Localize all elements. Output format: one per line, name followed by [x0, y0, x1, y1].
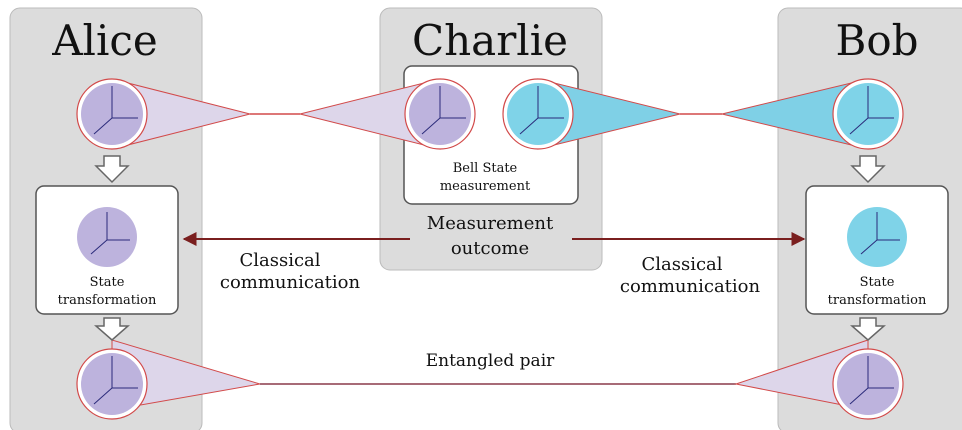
classical-right-label-2: communication: [620, 276, 761, 297]
alice-transform-label-1: State: [90, 275, 125, 290]
down-arrow-alice-bottom: [94, 317, 130, 341]
sphere-bob-mid: [847, 207, 907, 267]
measurement-label-2: outcome: [451, 238, 529, 259]
down-arrow-bob-bottom: [850, 317, 886, 341]
bell-state-label-2: measurement: [440, 179, 531, 194]
alice-title: Alice: [51, 16, 158, 65]
classical-left-label-2: communication: [220, 272, 361, 293]
bob-transform-label-2: transformation: [828, 293, 927, 308]
measurement-label-1: Measurement: [427, 213, 554, 234]
charlie-title: Charlie: [412, 16, 568, 65]
down-arrow-bob-top: [850, 155, 886, 184]
alice-transform-label-2: transformation: [58, 293, 157, 308]
entangled-pair-label: Entangled pair: [426, 351, 555, 371]
sphere-alice-top: [76, 78, 148, 150]
bob-transform-label-1: State: [860, 275, 895, 290]
classical-left-label-1: Classical: [239, 250, 320, 271]
sphere-alice-mid: [77, 207, 137, 267]
sphere-charlie-right: [502, 78, 574, 150]
sphere-bob-top: [832, 78, 904, 150]
sphere-charlie-left: [404, 78, 476, 150]
bob-title: Bob: [835, 16, 918, 65]
bell-state-label-1: Bell State: [453, 161, 518, 176]
classical-right-label-1: Classical: [641, 254, 722, 275]
sphere-alice-bottom: [76, 348, 148, 420]
down-arrow-alice-top: [94, 155, 130, 184]
sphere-bob-bottom: [832, 348, 904, 420]
